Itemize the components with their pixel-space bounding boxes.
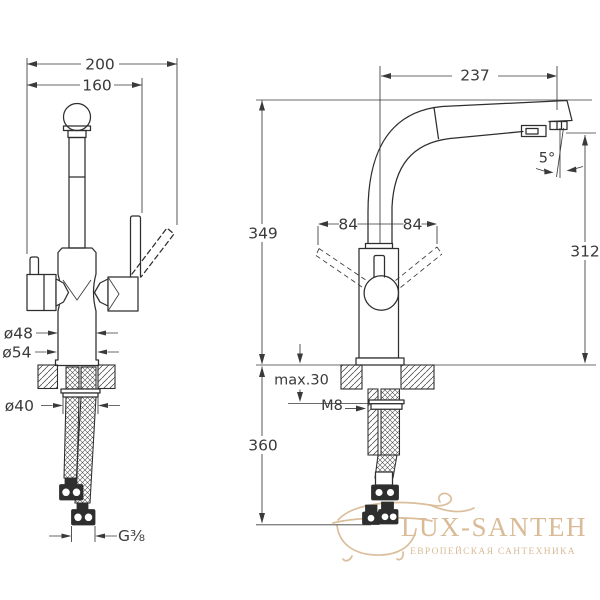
side-view: 237 349 312 84 84 5° max.30 M8 360 — [248, 66, 600, 526]
dim-overall-width: 200 — [85, 56, 115, 74]
dim-body-diameter: ø48 — [4, 325, 33, 343]
watermark: LUX-SANTEH ЕВРОПЕЙСКАЯ САНТЕХНИКА — [332, 492, 587, 562]
watermark-subtitle: ЕВРОПЕЙСКАЯ САНТЕХНИКА — [410, 545, 576, 557]
dim-handle-swing-right: 84 — [403, 216, 423, 234]
watermark-title: LUX-SANTEH — [401, 512, 587, 542]
dim-stud-thread: M8 — [321, 398, 343, 414]
dim-spout-width: 160 — [82, 77, 112, 95]
dim-spout-reach: 237 — [460, 67, 490, 85]
dim-counter-thickness: max.30 — [274, 373, 329, 389]
front-view: 200 160 ø48 ø54 ø40 G⅜ — [2, 56, 178, 545]
dim-outlet-height: 312 — [570, 243, 600, 261]
dim-hose-drop: 360 — [248, 437, 278, 455]
dim-base-diameter: ø54 — [2, 344, 31, 362]
dim-hose-thread: G⅜ — [118, 527, 145, 545]
dim-handle-swing-left: 84 — [338, 216, 358, 234]
dim-spout-angle: 5° — [539, 151, 555, 167]
dim-nut-diameter: ø40 — [5, 397, 34, 415]
dim-height-to-top: 349 — [248, 225, 278, 243]
